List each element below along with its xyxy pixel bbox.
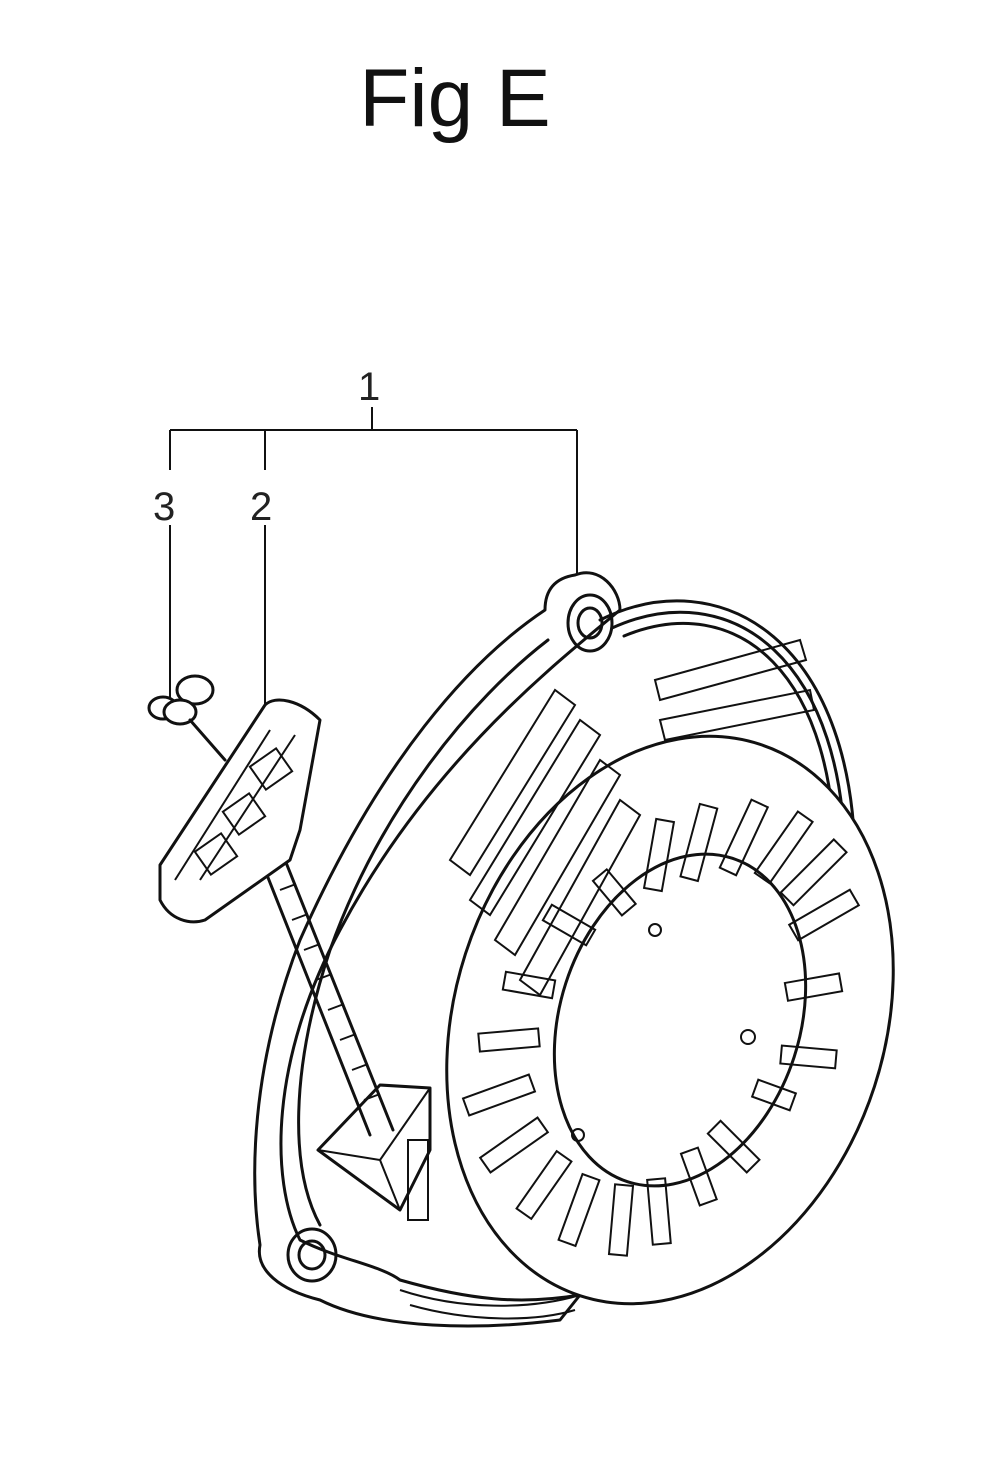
rope-guide	[316, 1083, 432, 1212]
guide-tab	[407, 1139, 429, 1221]
callout-label-1: 1	[358, 365, 380, 409]
callout-label-2: 2	[250, 485, 272, 529]
drum-slots	[461, 798, 861, 1257]
rope-knot	[147, 674, 227, 762]
drum-holes	[571, 923, 756, 1142]
starter-rope	[263, 858, 395, 1137]
callout-bracket	[169, 407, 578, 710]
starter-housing	[253, 571, 895, 1328]
callout-label-3: 3	[153, 485, 175, 529]
starter-handle	[158, 698, 322, 924]
figure-title: Fig E	[359, 53, 551, 144]
